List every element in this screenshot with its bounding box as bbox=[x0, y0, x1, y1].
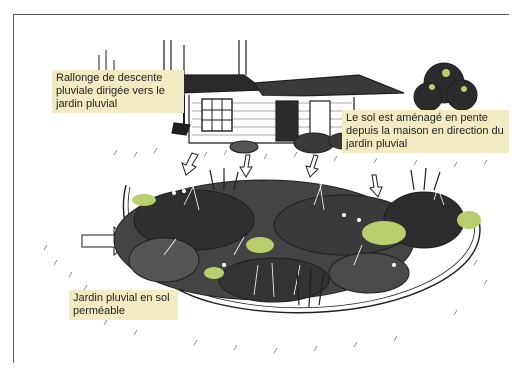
callout-permeable-soil: Jardin pluvial en sol perméable bbox=[69, 290, 178, 320]
tree bbox=[413, 62, 478, 112]
rain-garden-figure: Rallonge de descente pluviale dirigée ve… bbox=[13, 14, 509, 363]
garden-plants bbox=[113, 167, 481, 308]
callout-downspout-extension: Rallonge de descente pluviale dirigée ve… bbox=[52, 70, 184, 113]
callout-ground-slope: Le sol est aménagé en pente depuis la ma… bbox=[342, 110, 509, 153]
house bbox=[98, 40, 405, 144]
rain-garden-illustration bbox=[43, 40, 488, 354]
shrubs bbox=[229, 132, 360, 154]
lawn-hatching bbox=[43, 147, 488, 354]
